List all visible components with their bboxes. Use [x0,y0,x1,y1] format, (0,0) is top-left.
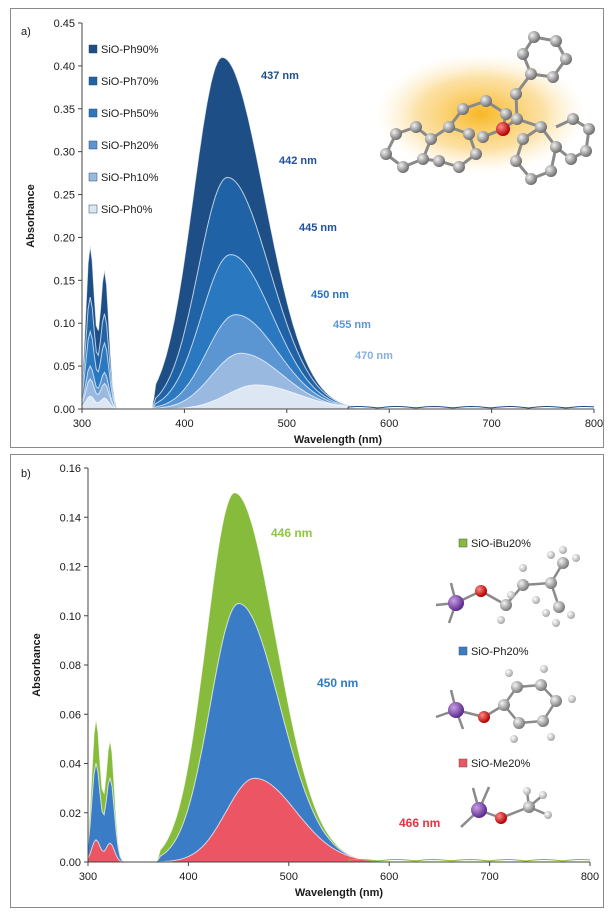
legend-swatch [88,108,98,118]
legend-label: SiO-Ph50% [101,108,159,120]
chart-panel-b: b) 0.00 0.02 0.04 0.06 0.08 0.10 0.12 0.14 0.16 3… [10,454,604,908]
phenoxy-silane-molecule-icon [435,665,576,743]
x-axis-title: Wavelength (nm) [294,434,383,446]
chart-a-canvas: a) 0.00 0.05 0.10 0.15 0.20 0.25 0.30 0.35 0.40 0… [21,18,603,446]
legend-swatch [88,140,98,150]
x-tick-label: 400 [175,418,193,430]
y-tick-label: 0.12 [60,562,81,574]
legend-swatch [88,172,98,182]
legend-label: SiO-Ph20% [471,646,529,658]
methoxy-silane-molecule-icon [460,786,552,828]
isobutoxy-silane-molecule-icon [435,546,580,627]
peak-label: 437 nm [261,70,299,82]
legend-swatch [88,44,98,54]
y-tick-label: 0.00 [54,404,75,416]
y-tick-label: 0.45 [54,18,75,30]
y-tick-label: 0.05 [54,361,75,373]
y-tick-label: 0.14 [60,512,81,524]
x-tick-label: 700 [482,418,500,430]
chart-panel-a: a) 0.00 0.05 0.10 0.15 0.20 0.25 0.30 0.35 0.40 0… [10,8,604,448]
baseline-noise [347,405,595,410]
baseline-noise [348,858,591,863]
x-tick-label: 500 [280,871,298,883]
y-tick-label: 0.35 [54,104,75,116]
peak-label: 450 nm [317,676,358,690]
panel-label-b: b) [21,468,31,480]
y-tick-label: 0.00 [60,857,81,869]
y-tick-label: 0.06 [60,709,81,721]
peak-label: 466 nm [399,816,440,830]
peak-label: 442 nm [279,155,317,167]
series-area-sio-ph20- [87,602,590,863]
x-tick-label: 800 [581,871,599,883]
x-axis-title: Wavelength (nm) [295,887,384,899]
y-tick-label: 0.25 [54,190,75,202]
y-tick-label: 0.08 [60,660,81,672]
x-tick-label: 300 [73,418,91,430]
legend-swatch [88,76,98,86]
y-tick-label: 0.04 [60,759,81,771]
legend-label: SiO-iBu20% [471,538,531,550]
x-tick-label: 800 [585,418,603,430]
peak-label: 445 nm [299,222,337,234]
y-tick-label: 0.15 [54,275,75,287]
legend-label: SiO-Ph70% [101,76,159,88]
y-tick-label: 0.16 [60,463,81,475]
x-tick-label: 400 [179,871,197,883]
y-tick-label: 0.10 [54,318,75,330]
legend-swatch [88,204,98,214]
x-tick-label: 500 [278,418,296,430]
chart-b-canvas: b) 0.00 0.02 0.04 0.06 0.08 0.10 0.12 0.14 0.16 3… [21,463,599,899]
peak-label: 455 nm [333,319,371,331]
legend-label: SiO-Ph10% [101,172,159,184]
legend-swatch [458,758,468,768]
legend-swatch [458,646,468,656]
x-tick-label: 700 [480,871,498,883]
x-tick-label: 300 [79,871,97,883]
y-tick-label: 0.02 [60,808,81,820]
peak-label: 470 nm [355,350,393,362]
x-tick-label: 600 [380,418,398,430]
y-tick-label: 0.30 [54,147,75,159]
legend-label: SiO-Ph0% [101,204,153,216]
y-axis-title: Absorbance [25,184,37,248]
legend-label: SiO-Ph90% [101,44,159,56]
y-tick-label: 0.20 [54,232,75,244]
legend-label: SiO-Ph20% [101,140,159,152]
y-tick-label: 0.40 [54,61,75,73]
peak-label: 450 nm [311,289,349,301]
y-axis-title: Absorbance [31,633,43,697]
panel-label-a: a) [21,26,31,38]
bicyclic-ring-molecule-icon [376,31,595,185]
x-tick-label: 600 [380,871,398,883]
legend-swatch [458,538,468,548]
peak-label: 446 nm [271,526,312,540]
y-tick-label: 0.10 [60,611,81,623]
legend-label: SiO-Me20% [471,758,531,770]
